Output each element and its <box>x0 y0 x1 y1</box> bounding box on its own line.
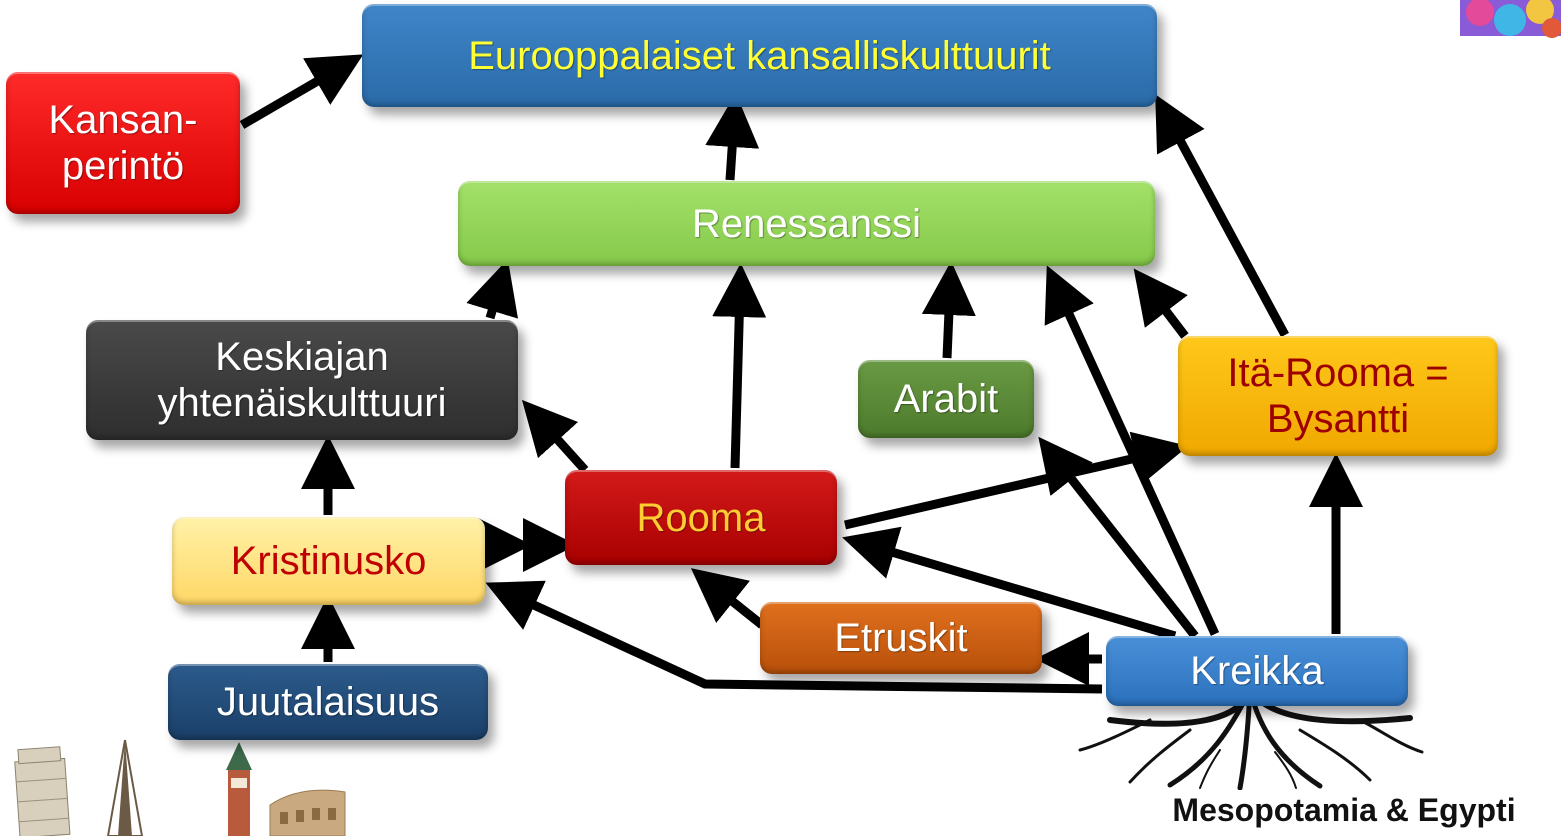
arrow-kreikka-rooma <box>842 526 1177 641</box>
node-label: Kansan- perintö <box>48 98 198 188</box>
paint-splash-icon <box>1460 0 1561 38</box>
european-landmarks-icon <box>14 739 346 836</box>
node-kristinusko: Kristinusko <box>172 517 485 605</box>
node-rooma: Rooma <box>565 470 837 565</box>
node-label: Keskiajan yhtenäiskulttuuri <box>157 335 447 425</box>
node-label: Juutalaisuus <box>216 680 440 724</box>
arrow-keskiaika-renessanssi <box>466 259 519 320</box>
node-kreikka: Kreikka <box>1106 636 1408 706</box>
arrow-itarooma-renessanssi <box>1133 268 1189 339</box>
arrow-kreikka-kristinusko <box>485 580 1103 694</box>
node-label: Itä-Rooma = Bysantti <box>1227 351 1449 441</box>
arrow-kreikka-arabit <box>1038 436 1199 639</box>
node-label: Kristinusko <box>230 539 427 583</box>
arrow-arabit-renessanssi <box>921 261 976 359</box>
arrow-renessanssi-europe <box>705 93 760 181</box>
arrow-itarooma-europe <box>1155 94 1289 338</box>
node-keskiajan-yhtenaiskulttuuri: Keskiajan yhtenäiskulttuuri <box>86 320 518 440</box>
node-arabit: Arabit <box>858 360 1034 438</box>
node-juutalaisuus: Juutalaisuus <box>168 664 488 740</box>
node-label: Arabit <box>893 377 999 421</box>
node-etruskit: Etruskit <box>760 602 1042 674</box>
node-label: Kreikka <box>1190 649 1324 693</box>
node-kansanperinto: Kansan- perintö <box>6 72 240 214</box>
node-eurooppalaiset-kansalliskulttuurit: Eurooppalaiset kansalliskulttuurit <box>362 4 1157 107</box>
arrow-rooma-renessanssi <box>712 263 767 469</box>
roots-caption: Mesopotamia & Egypti <box>1172 792 1516 828</box>
arrow-etruskit-rooma <box>690 568 765 629</box>
node-label: Eurooppalaiset kansalliskulttuurit <box>468 33 1051 78</box>
node-renessanssi: Renessanssi <box>458 181 1155 266</box>
arrow-rooma-itarooma <box>843 431 1189 530</box>
arrow-rooma-keskiaika <box>521 399 589 474</box>
node-label: Rooma <box>636 495 766 540</box>
node-ita-rooma-bysantti: Itä-Rooma = Bysantti <box>1178 336 1498 456</box>
node-label: Renessanssi <box>691 201 921 246</box>
node-label: Etruskit <box>834 616 968 660</box>
arrow-kansan-europe <box>239 54 364 129</box>
